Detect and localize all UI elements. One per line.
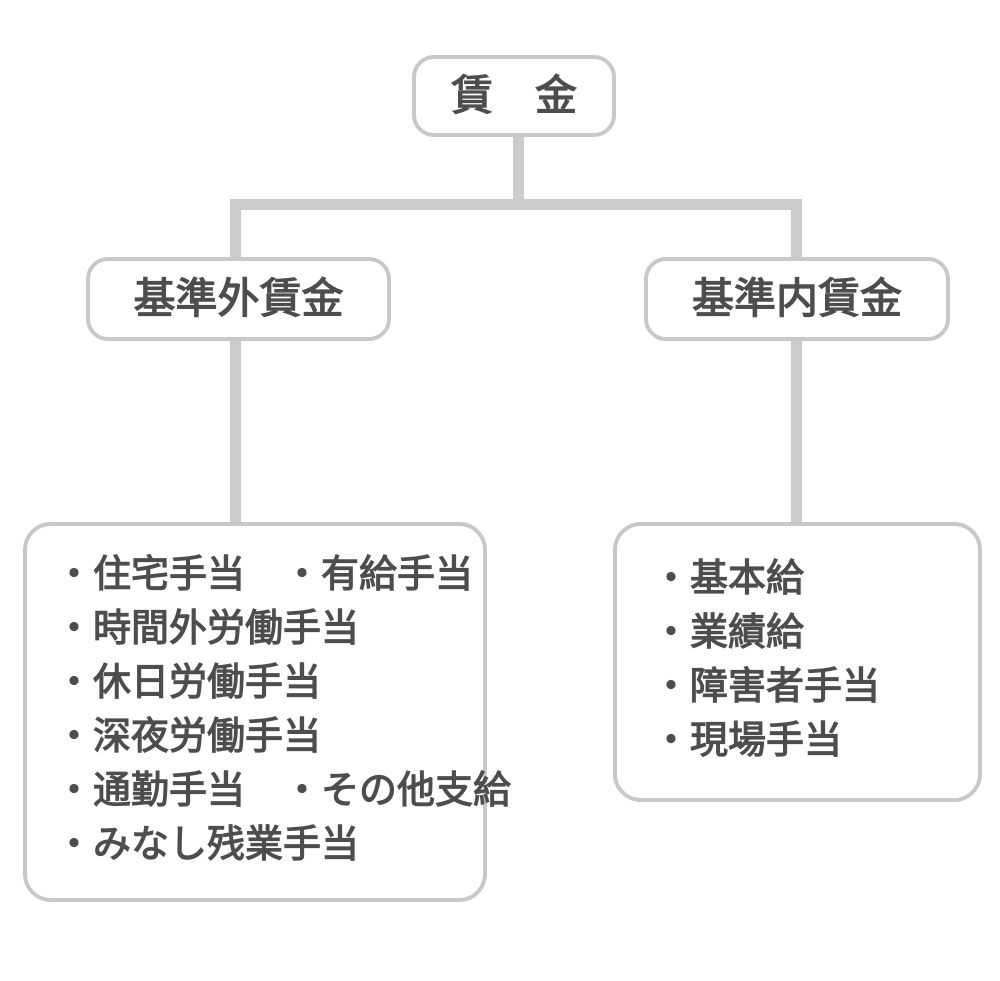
detail-box-nonstandard-wage: ・住宅手当 ・有給手当 ・時間外労働手当 ・休日労働手当 ・深夜労働手当 ・通勤…	[23, 522, 512, 902]
list-item: ・みなし残業手当	[55, 824, 360, 866]
root-node-wage: 賃 金	[412, 55, 616, 137]
branch-node-standard-wage: 基準内賃金	[644, 257, 950, 341]
connector-left-branch-down	[230, 337, 241, 527]
connector-horizontal-bar	[230, 199, 802, 210]
root-node-label: 賃 金	[450, 72, 577, 119]
list-item: ・時間外労働手当	[55, 608, 360, 650]
branch-node-standard-label: 基準内賃金	[691, 275, 902, 322]
list-item: ・障害者手当	[652, 666, 881, 708]
list-item: ・業績給	[652, 612, 805, 654]
branch-node-nonstandard-wage: 基準外賃金	[86, 257, 391, 341]
list-item: ・休日労働手当	[55, 662, 322, 704]
connector-right-branch-down	[791, 337, 802, 527]
list-item: ・基本給	[652, 558, 805, 600]
list-item: ・通勤手当 ・その他支給	[55, 770, 512, 812]
list-item: ・現場手当	[652, 720, 843, 762]
connector-root-stem	[513, 134, 524, 210]
list-item: ・住宅手当 ・有給手当	[55, 554, 474, 596]
connector-right-branch-up	[791, 199, 802, 263]
connector-left-branch-up	[230, 199, 241, 263]
detail-box-standard-wage: ・基本給 ・業績給 ・障害者手当 ・現場手当	[613, 522, 982, 802]
list-item: ・深夜労働手当	[55, 716, 322, 758]
branch-node-nonstandard-label: 基準外賃金	[133, 275, 344, 322]
